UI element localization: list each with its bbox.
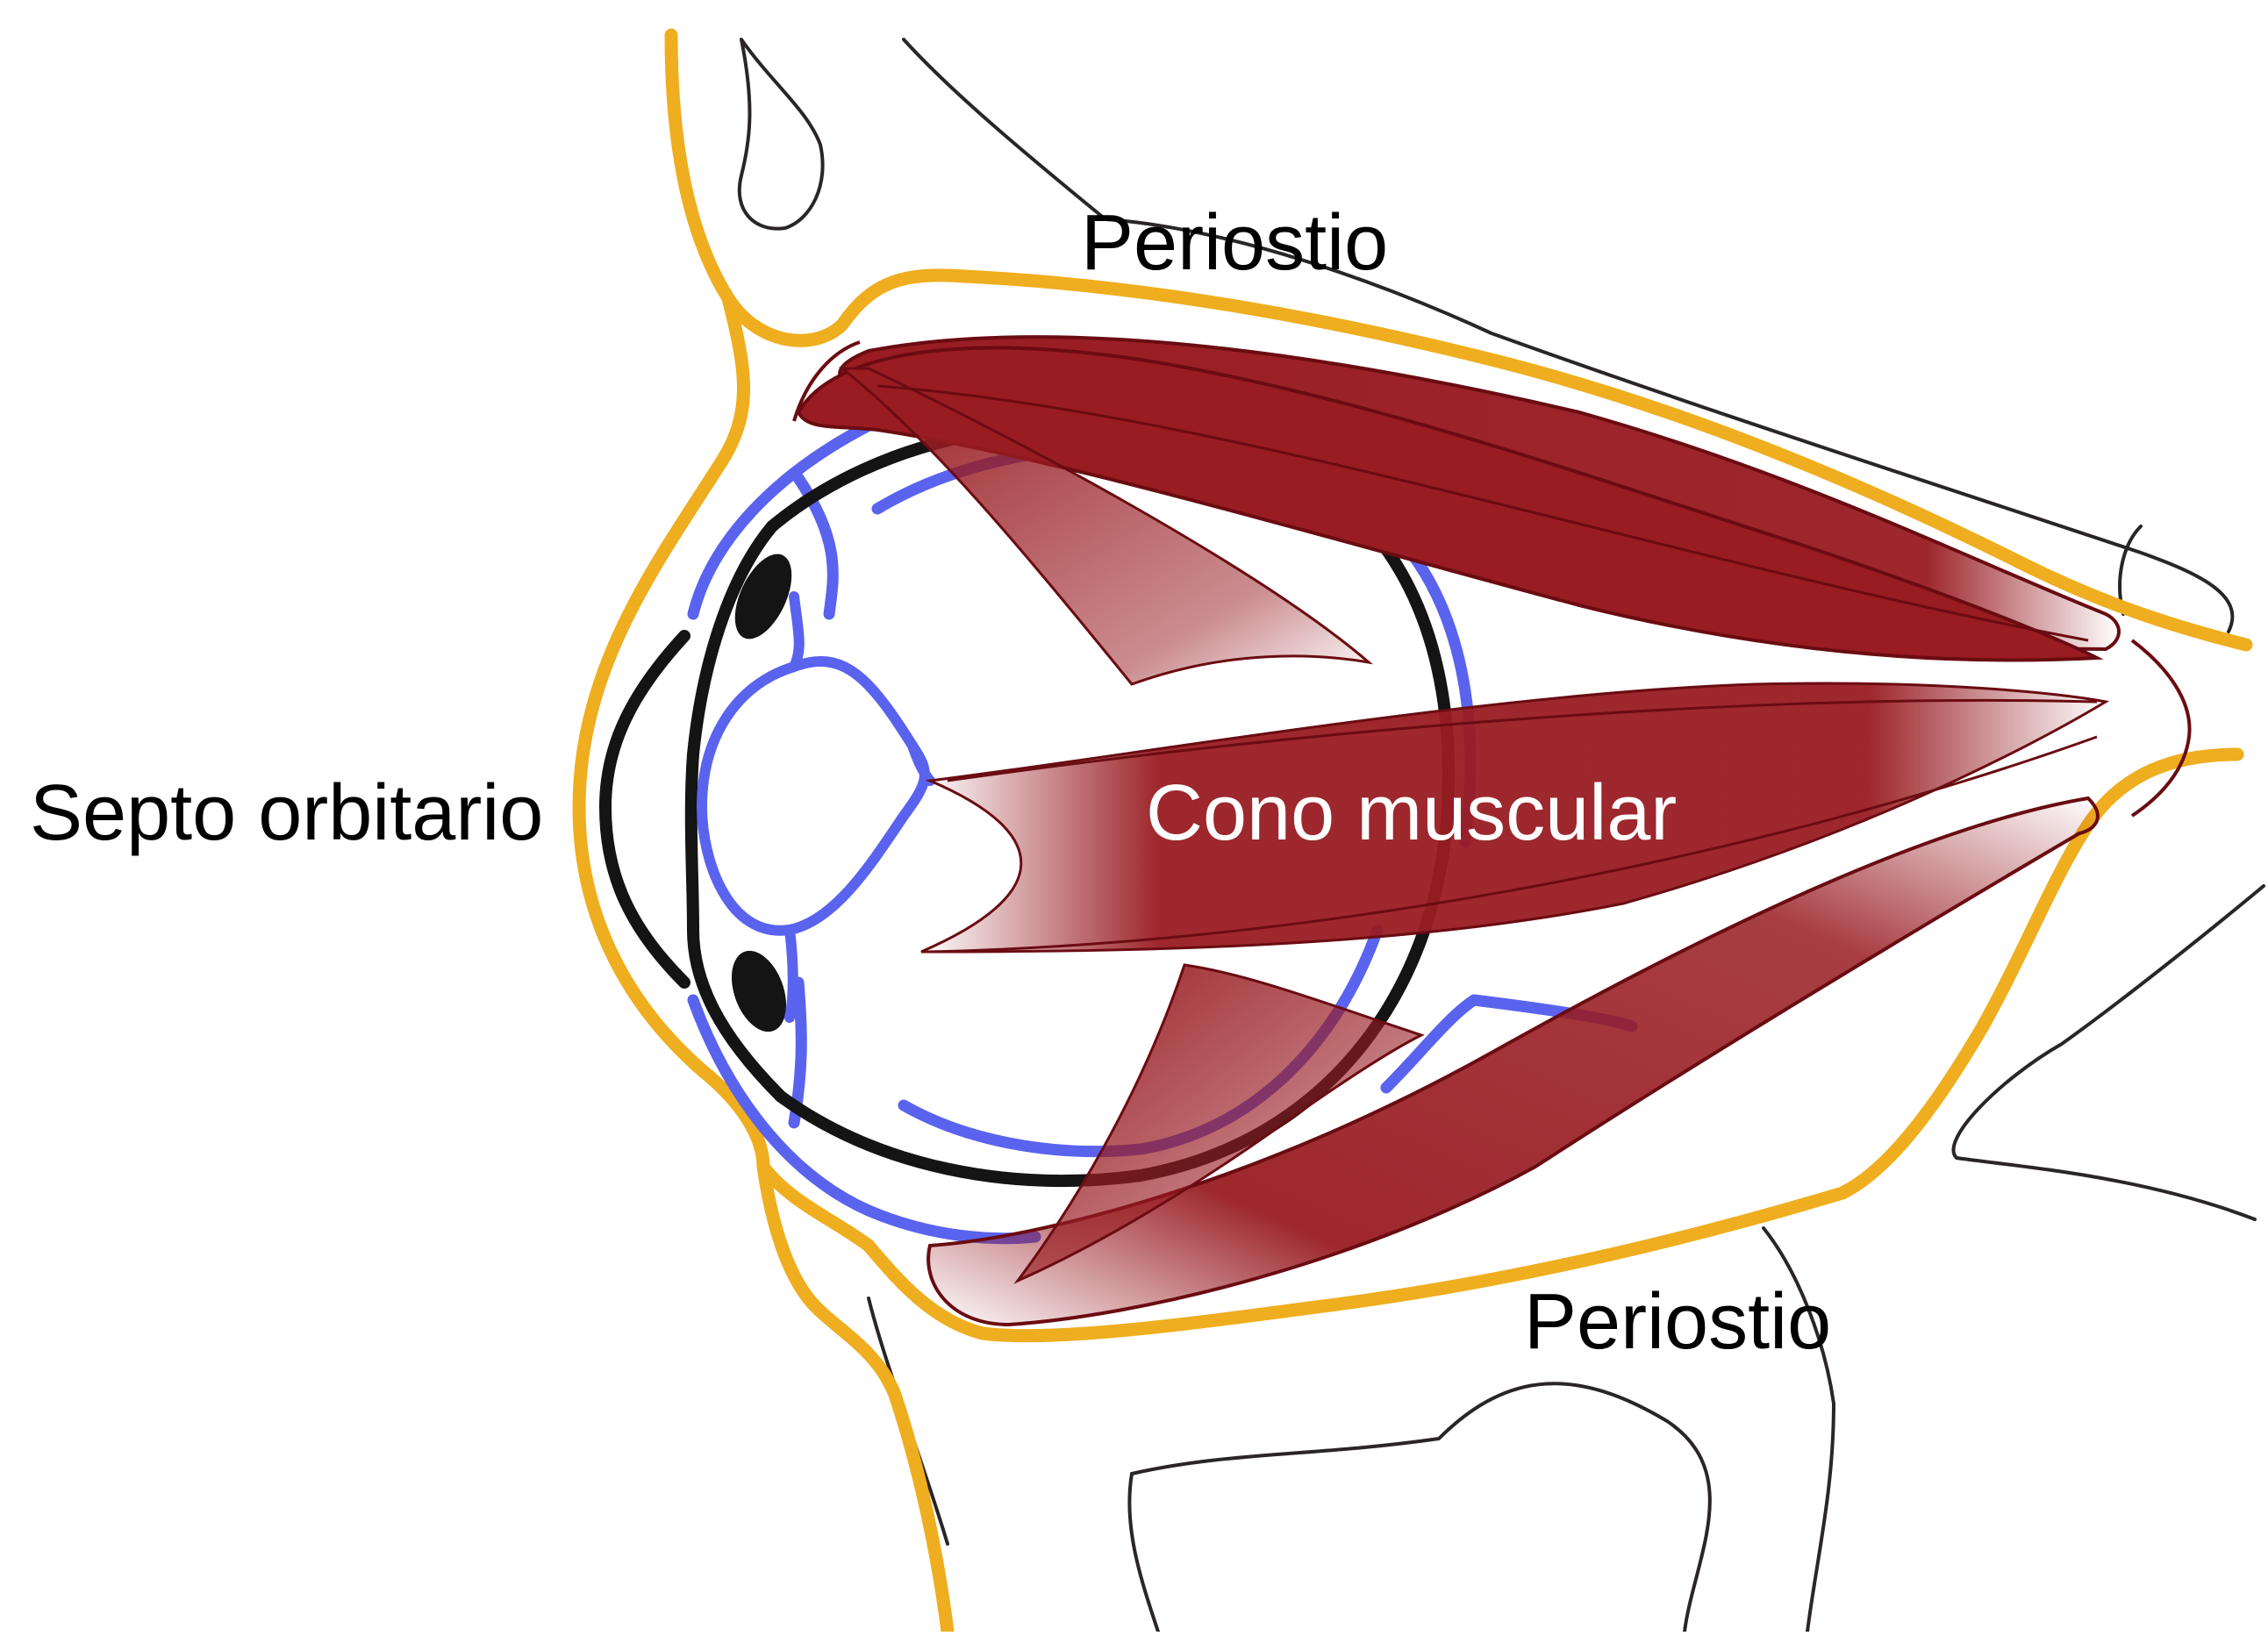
annulus-of-zinn <box>2132 640 2190 816</box>
label-periostio-top: Periostio <box>1081 204 1388 282</box>
nasal-bone-outline <box>740 39 823 229</box>
label-periostio-bottom: Periostio <box>1524 1282 1831 1361</box>
maxillary-sinus-outline <box>1132 1383 1710 1632</box>
lens-shape <box>702 661 925 931</box>
eyelid-upper <box>605 636 684 807</box>
iris-upper <box>794 597 799 667</box>
label-cono-muscular: Cono muscular <box>1146 774 1677 853</box>
lower-eyelid-margin <box>721 943 796 1039</box>
label-septo-orbitario: Septo orbitario <box>30 774 543 853</box>
iris-lower <box>790 930 793 1018</box>
maxillary-sinus-side <box>1129 1474 1158 1632</box>
maxilla-outline <box>1954 886 2264 1219</box>
lens <box>702 597 930 1018</box>
